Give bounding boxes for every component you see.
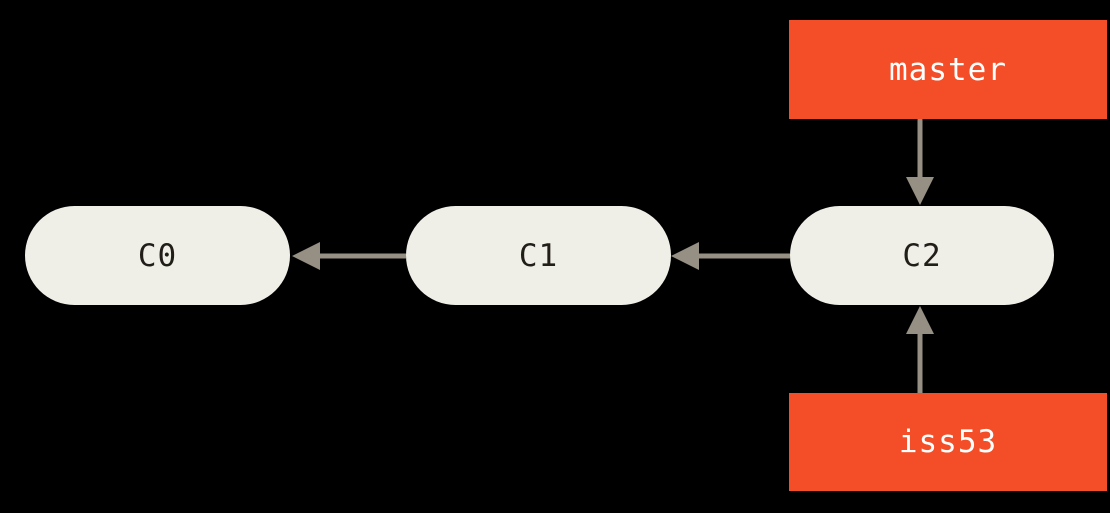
commit-node-c0: C0 — [25, 206, 290, 305]
commit-node-c1: C1 — [406, 206, 671, 305]
arrow-c1-to-c0 — [292, 242, 406, 270]
arrow-master-to-c2 — [906, 119, 934, 205]
branch-label-iss53-text: iss53 — [898, 424, 998, 460]
commit-label-c0: C0 — [137, 237, 178, 274]
commit-label-c2: C2 — [902, 237, 942, 274]
branch-label-iss53: iss53 — [789, 393, 1107, 491]
arrow-iss53-to-c2 — [906, 306, 934, 393]
branch-label-master-text: master — [889, 51, 1007, 88]
branch-label-master: master — [789, 20, 1107, 119]
commit-label-c1: C1 — [518, 237, 559, 274]
arrow-c2-to-c1 — [671, 242, 790, 270]
commit-node-c2: C2 — [790, 206, 1054, 305]
